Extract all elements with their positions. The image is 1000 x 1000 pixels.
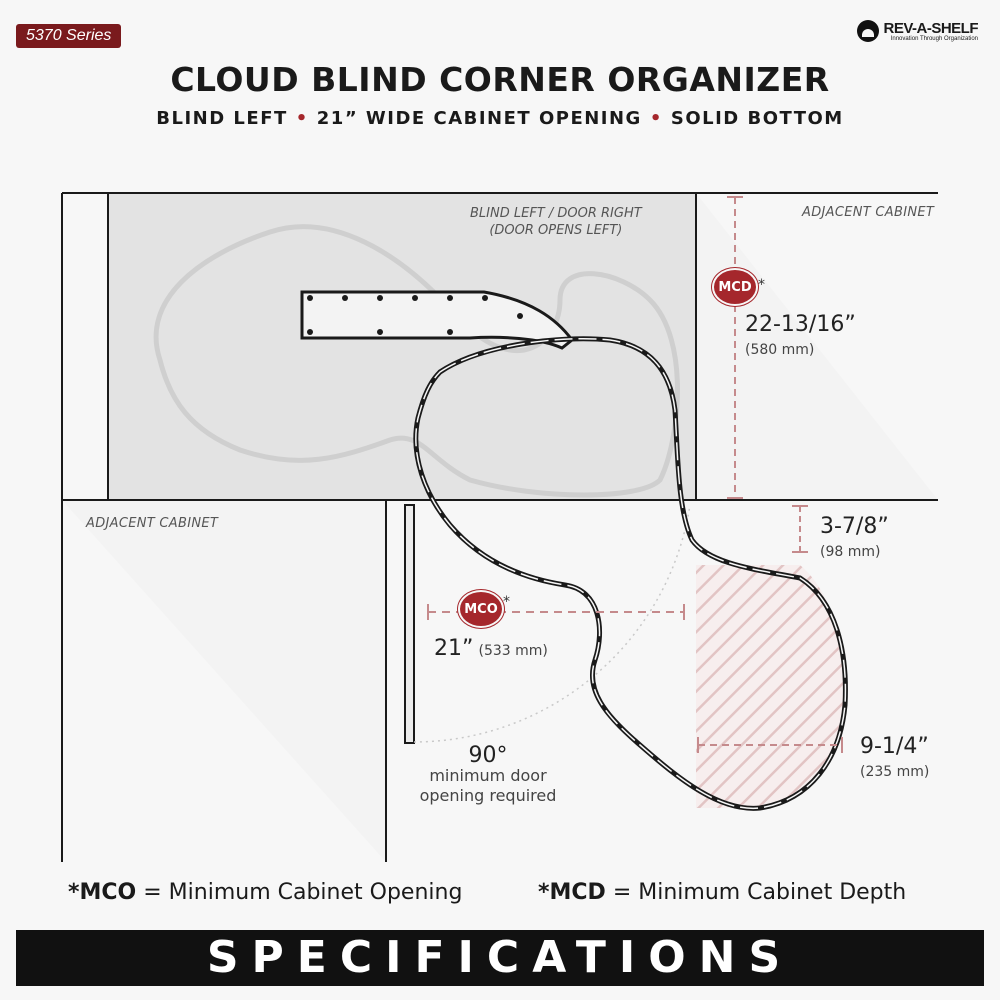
blind-corner-label: BLIND LEFT / DOOR RIGHT (DOOR OPENS LEFT… — [470, 206, 642, 238]
blind-corner-cabinet — [107, 192, 697, 501]
subtitle-bottom: SOLID BOTTOM — [670, 108, 844, 129]
gap-imperial: 3-7/8” — [820, 514, 889, 539]
mco-metric: (533 mm) — [478, 643, 548, 659]
adjacent-cabinet-left — [62, 499, 387, 862]
gap-metric: (98 mm) — [820, 544, 881, 560]
mcd-definition: = Minimum Cabinet Depth — [612, 880, 907, 905]
front-imperial: 9-1/4” — [860, 734, 929, 759]
mcd-badge: MCD — [712, 268, 758, 306]
mcd-imperial: 22-13/16” — [745, 312, 856, 337]
mco-dimension: 21” (533 mm) — [434, 636, 548, 661]
mcd-metric: (580 mm) — [745, 342, 815, 358]
brand-logo: REV-A-SHELF Innovation Through Organizat… — [857, 20, 978, 42]
subtitle-opening: 21” WIDE CABINET OPENING — [316, 108, 642, 129]
definition-mcd: *MCD = Minimum Cabinet Depth — [538, 880, 906, 905]
subtitle-blind: BLIND LEFT — [156, 108, 288, 129]
ghost-shelf-outline — [153, 224, 680, 498]
series-badge: 5370 Series — [16, 24, 122, 48]
specifications-banner: SPECIFICATIONS — [16, 930, 984, 986]
front-clearance-zone — [696, 565, 845, 808]
front-metric: (235 mm) — [860, 764, 930, 780]
mcd-term: *MCD — [538, 880, 606, 905]
adjacent-cabinet-top — [695, 193, 938, 501]
mco-definition: = Minimum Cabinet Opening — [143, 880, 463, 905]
brand-name: REV-A-SHELF — [883, 19, 978, 37]
definition-mco: *MCO = Minimum Cabinet Opening — [68, 880, 462, 905]
mounting-bracket — [300, 290, 575, 350]
adjacent-cabinet-left-label: ADJACENT CABINET — [86, 516, 219, 531]
cabinet-door — [404, 504, 415, 744]
door-opening-note: 90° minimum door opening required — [414, 743, 562, 806]
door-swing-arc — [413, 504, 691, 743]
brand-tagline: Innovation Through Organization — [890, 35, 978, 42]
page-title: CLOUD BLIND CORNER ORGANIZER — [170, 60, 830, 99]
mco-badge: MCO — [458, 590, 504, 628]
page-subtitle: BLIND LEFT • 21” WIDE CABINET OPENING • SOLI… — [0, 108, 1000, 129]
subtitle-bullet: • — [295, 108, 309, 129]
door-angle: 90° — [468, 743, 508, 768]
mco-marker: * — [503, 594, 510, 610]
brand-logo-icon — [857, 20, 880, 42]
mcd-marker: * — [758, 277, 765, 293]
mco-term: *MCO — [68, 880, 137, 905]
adjacent-cabinet-top-label: ADJACENT CABINET — [802, 205, 935, 220]
mco-imperial: 21” — [434, 636, 474, 661]
subtitle-bullet: • — [649, 108, 663, 129]
